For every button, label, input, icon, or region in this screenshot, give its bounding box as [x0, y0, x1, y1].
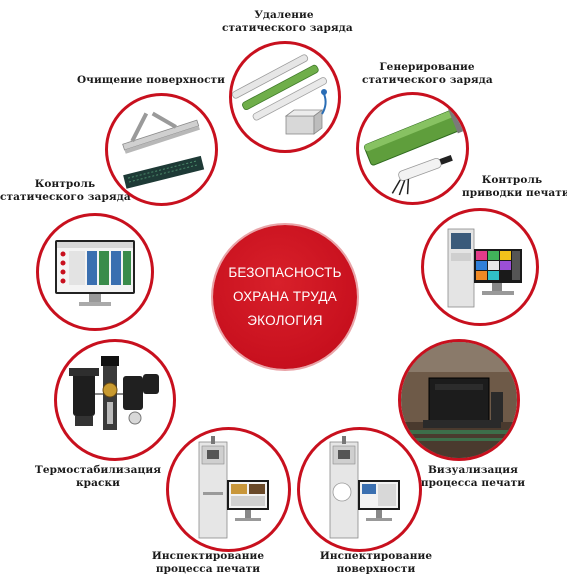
register-control-terminal-icon [447, 228, 522, 308]
static-generator-bar-icon [363, 106, 464, 196]
node-print-inspection [166, 427, 291, 552]
node-static-generation [356, 92, 469, 205]
center-line-1: БЕЗОПАСНОСТЬ [228, 265, 342, 280]
center-disc: БЕЗОПАСНОСТЬ ОХРАНА ТРУДА ЭКОЛОГИЯ [213, 225, 357, 369]
ink-thermostat-pumps-icon [69, 356, 159, 430]
node-static-removal [229, 41, 341, 153]
static-monitor-screen-icon [55, 240, 135, 306]
label-surface-cleaning: Очищение поверхности [76, 74, 226, 86]
static-removal-bars-icon [232, 54, 328, 135]
center-line-2: ОХРАНА ТРУДА [233, 289, 337, 304]
node-ink-thermostabilization [54, 339, 176, 461]
surface-inspection-station-icon [329, 436, 400, 539]
node-surface-cleaning [105, 93, 218, 206]
node-print-visualization [398, 339, 520, 461]
node-surface-inspection [297, 427, 422, 552]
center-line-3: ЭКОЛОГИЯ [247, 313, 323, 328]
print-inspection-station-icon [198, 436, 269, 539]
node-static-control [36, 213, 154, 331]
print-camera-unit-icon [401, 342, 517, 458]
surface-cleaner-icon [122, 111, 205, 189]
node-register-control [421, 208, 539, 326]
